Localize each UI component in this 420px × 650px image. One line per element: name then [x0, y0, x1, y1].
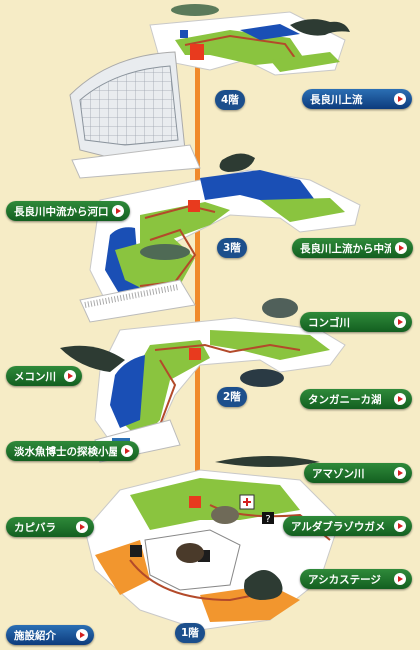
button-nagara-upper-label: 長良川上流	[310, 93, 363, 106]
salamander-icon	[290, 19, 350, 36]
button-doctor-hut-label: 淡水魚博士の探検小屋	[14, 445, 117, 458]
floor-label-3f: 3階	[217, 238, 247, 258]
floor-label-2f: 2階	[217, 387, 247, 407]
button-nagara-upper[interactable]: 長良川上流	[302, 89, 412, 109]
elevator-1f	[189, 496, 201, 508]
button-mekong[interactable]: メコン川	[6, 366, 82, 386]
button-nagara-mid-to-mouth[interactable]: 長良川中流から河口	[6, 201, 130, 221]
arrow-right-icon	[121, 445, 133, 457]
button-mekong-label: メコン川	[14, 370, 56, 383]
info-icon	[262, 512, 274, 524]
fish-icon	[171, 4, 219, 16]
floor-label-4f: 4階	[215, 90, 245, 110]
button-nagara-mid-to-mouth-label: 長良川中流から河口	[14, 205, 108, 218]
button-congo[interactable]: コンゴ川	[300, 312, 412, 332]
arrow-right-icon	[64, 370, 76, 382]
floor-1-plan: ?	[84, 469, 341, 631]
button-sealion-label: アシカステージ	[308, 573, 381, 586]
button-facilities-label: 施設紹介	[14, 629, 56, 642]
mekong-fish-icon	[60, 345, 125, 372]
toilet-icon	[130, 545, 142, 557]
button-doctor-hut[interactable]: 淡水魚博士の探検小屋	[6, 441, 139, 461]
sealion-icon	[244, 570, 283, 600]
arrow-right-icon	[394, 573, 406, 585]
button-facilities[interactable]: 施設紹介	[6, 625, 94, 645]
arrow-right-icon	[394, 93, 406, 105]
arrow-right-icon	[394, 520, 406, 532]
floor-2-plan	[94, 317, 346, 463]
button-nagara-upper-to-mid[interactable]: 長良川上流から中流	[292, 238, 413, 258]
arrow-right-icon	[394, 393, 406, 405]
elevator-2f	[189, 348, 201, 360]
button-congo-label: コンゴ川	[308, 316, 350, 329]
arrow-right-icon	[112, 205, 124, 217]
tropical-fish-icon	[262, 298, 298, 318]
arrow-right-icon	[76, 521, 88, 533]
capybara-icon	[176, 543, 204, 563]
svg-text:?: ?	[265, 514, 270, 525]
button-nagara-upper-to-mid-label: 長良川上流から中流	[300, 242, 391, 255]
elevator-shaft	[195, 55, 200, 505]
button-amazon-label: アマゾン川	[312, 467, 365, 480]
button-sealion[interactable]: アシカステージ	[300, 569, 412, 589]
arrow-right-icon	[394, 467, 406, 479]
arowana-icon	[215, 456, 320, 467]
button-aldabra[interactable]: アルダブラゾウガメ	[283, 516, 412, 536]
floor-3-plan	[79, 169, 361, 323]
catfish-icon	[140, 244, 190, 260]
tortoise-icon	[211, 506, 239, 524]
arrow-right-icon	[394, 316, 406, 328]
otter-icon	[219, 153, 255, 172]
button-tanganyika[interactable]: タンガニーカ湖	[300, 389, 412, 409]
button-tanganyika-label: タンガニーカ湖	[308, 393, 382, 406]
floor-label-1f: 1階	[175, 623, 205, 643]
button-capybara[interactable]: カピバラ	[6, 517, 94, 537]
cichlid-icon	[240, 369, 284, 387]
button-amazon[interactable]: アマゾン川	[304, 463, 412, 483]
arrow-right-icon	[395, 242, 407, 254]
elevator-3f	[188, 200, 200, 212]
button-aldabra-label: アルダブラゾウガメ	[291, 520, 386, 533]
arrow-right-icon	[76, 629, 88, 641]
elevator-4f	[190, 44, 204, 60]
button-capybara-label: カピバラ	[14, 521, 56, 534]
